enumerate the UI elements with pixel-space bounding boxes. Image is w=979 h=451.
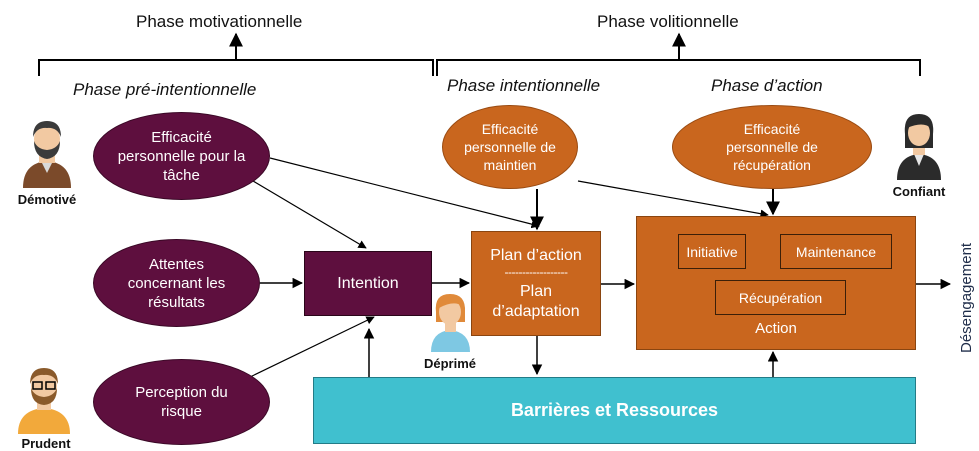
maintenance-box: Maintenance — [780, 234, 892, 269]
maintenance-self-efficacy-node: Efficacité personnelle de maintien — [442, 105, 578, 189]
maintenance-self-efficacy-text: Efficacité personnelle de maintien — [464, 121, 556, 173]
barriers-resources-text: Barrières et Ressources — [510, 400, 719, 420]
recovery-text: Récupération — [738, 289, 823, 306]
maintenance-text: Maintenance — [795, 243, 877, 260]
initiative-box: Initiative — [678, 234, 746, 269]
adaptation-plan-text: Plan d’adaptation — [492, 282, 580, 320]
risk-perception-node: Perception du risque — [93, 359, 270, 445]
recovery-self-efficacy-node: Efficacité personnelle de récupération — [672, 105, 872, 189]
intention-box: Intention — [304, 251, 432, 316]
volitional-bracket — [436, 59, 921, 76]
intention-text: Intention — [337, 274, 399, 292]
depressed-label: Déprimé — [423, 356, 477, 371]
task-self-efficacy-text: Efficacité personnelle pour la tâche — [117, 128, 246, 184]
prudent-label: Prudent — [21, 436, 71, 451]
confident-person-icon — [893, 108, 945, 180]
recovery-box: Récupération — [715, 280, 846, 315]
intentional-phase-label: Phase intentionnelle — [447, 76, 601, 95]
outcome-expectancies-text: Attentes concernant les résultats — [127, 255, 226, 311]
volitional-phase-label: Phase volitionnelle — [597, 12, 739, 31]
task-self-efficacy-node: Efficacité personnelle pour la tâche — [93, 112, 270, 200]
plan-box: Plan d’action ------------------ Plan d’… — [471, 231, 601, 336]
risk-perception-text: Perception du risque — [135, 384, 228, 420]
disengagement-label: Désengagement — [958, 242, 975, 353]
motivational-phase-label: Phase motivationnelle — [136, 12, 303, 31]
action-label: Action — [755, 320, 797, 337]
motivational-bracket — [38, 59, 434, 76]
pre-intentional-phase-label: Phase pré-intentionnelle — [73, 80, 257, 99]
depressed-person-icon — [428, 290, 473, 352]
action-phase-label: Phase d’action — [711, 76, 823, 95]
prudent-person-icon — [14, 364, 74, 434]
confident-label: Confiant — [892, 184, 946, 199]
plan-separator: ------------------ — [504, 264, 568, 279]
demotivated-person-icon — [17, 113, 77, 188]
barriers-resources-box: Barrières et Ressources — [313, 377, 916, 444]
outcome-expectancies-node: Attentes concernant les résultats — [93, 239, 260, 327]
recovery-self-efficacy-text: Efficacité personnelle de récupération — [726, 121, 818, 173]
action-plan-text: Plan d’action — [490, 246, 582, 264]
initiative-text: Initiative — [686, 243, 738, 260]
demotivated-label: Démotivé — [17, 192, 77, 207]
